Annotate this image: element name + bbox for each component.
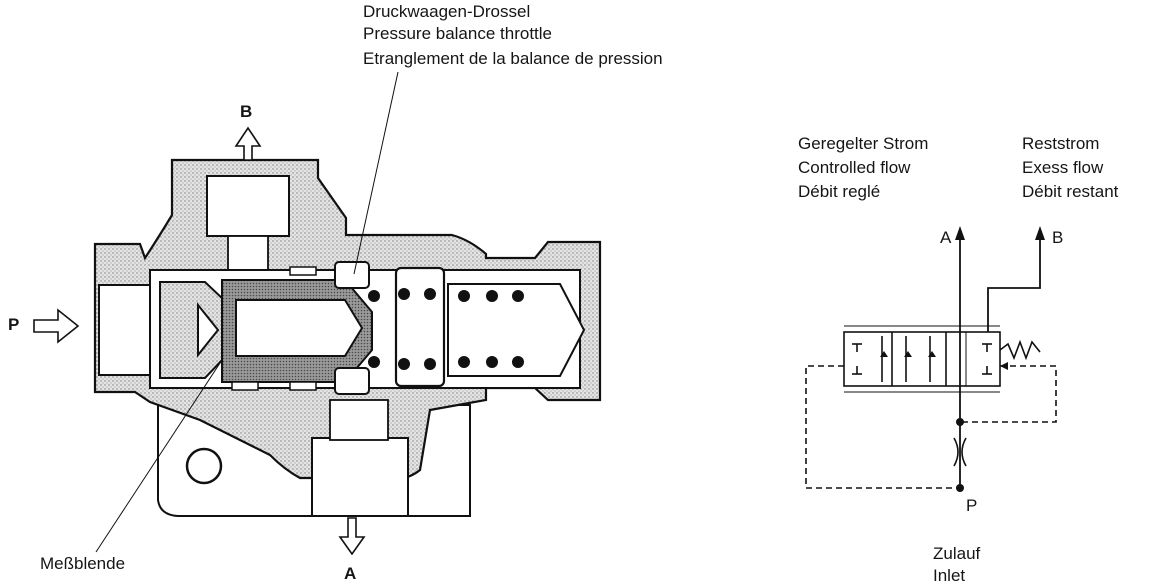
port-p-arrow [33, 308, 80, 344]
orifice-leader [95, 359, 223, 553]
line-b [987, 234, 1041, 332]
port-a-bore [311, 437, 409, 517]
throttle-label-de: Druckwaagen-Drossel [363, 2, 531, 21]
port-b-label: B [240, 102, 253, 121]
symbol-port-p: P [966, 496, 978, 515]
inlet-label-en: Inlet [933, 566, 966, 585]
pilot-line-right [960, 365, 1057, 423]
throttle-leader [353, 71, 399, 275]
orifice-label: Meßblende [40, 554, 126, 573]
arrow-b [1035, 226, 1045, 240]
controlled-flow-fr: Débit reglé [798, 182, 881, 201]
spring-coils [368, 288, 524, 370]
symbol-port-b: B [1052, 228, 1064, 247]
controlled-flow-de: Geregelter Strom [798, 134, 929, 153]
valve-symbol-box [843, 331, 1001, 387]
throttle-piston [235, 299, 364, 357]
port-p-label: P [8, 315, 20, 334]
excess-flow-de: Reststrom [1022, 134, 1100, 153]
controlled-flow-en: Controlled flow [798, 158, 911, 177]
pilot-line-left [805, 365, 960, 489]
port-b-arrow [234, 126, 262, 161]
excess-flow-fr: Débit restant [1022, 182, 1119, 201]
port-a-label: A [344, 564, 357, 583]
arrow-a [955, 226, 965, 240]
throttle-label-en: Pressure balance throttle [363, 24, 552, 43]
symbol-port-a: A [940, 228, 952, 247]
throttle-label-fr: Etranglement de la balance de pression [363, 49, 663, 68]
spring-symbol [999, 339, 1041, 361]
valve-cross-section [33, 71, 602, 556]
excess-flow-en: Exess flow [1022, 158, 1104, 177]
inlet-label-de: Zulauf [933, 544, 981, 563]
port-a-arrow [338, 517, 366, 556]
orifice-symbol [953, 437, 959, 467]
port-b-bore [206, 175, 290, 237]
mounting-hole [185, 447, 223, 485]
